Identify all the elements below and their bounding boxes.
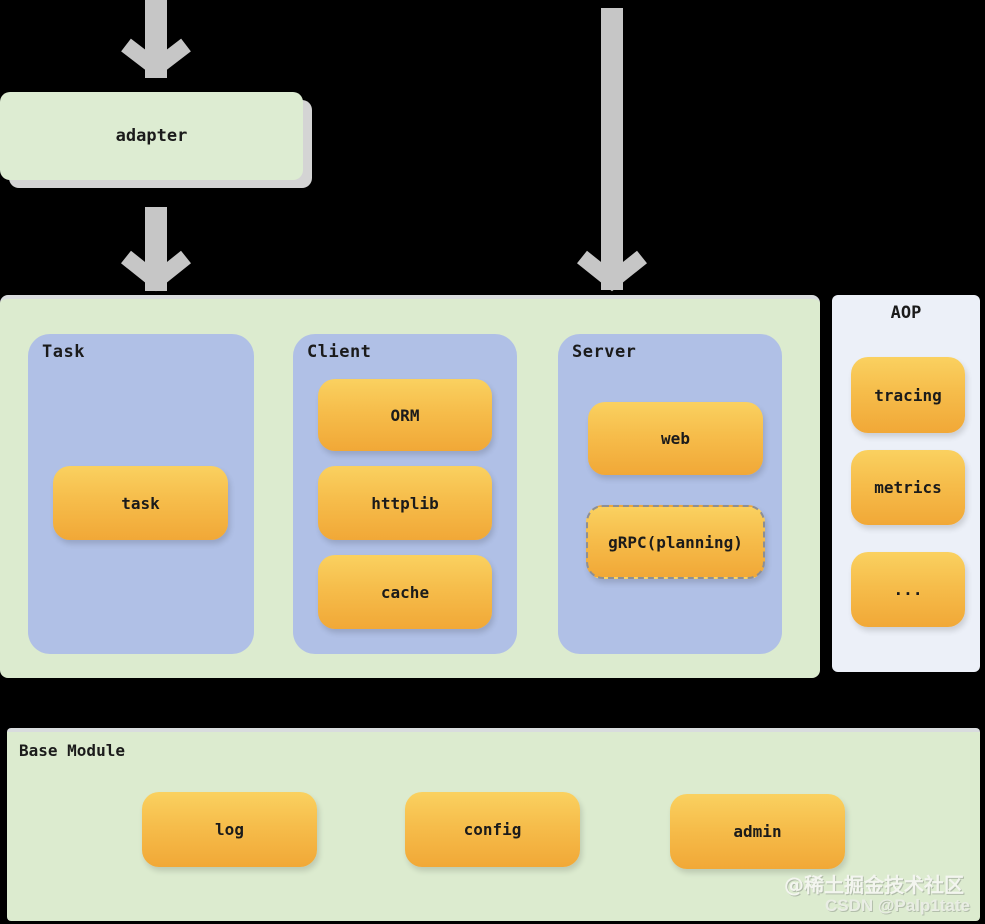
task-panel-label: Task: [42, 342, 85, 362]
config-box: config: [405, 792, 580, 867]
aop-panel: AOP tracing metrics ...: [832, 295, 980, 672]
tracing-box-label: tracing: [874, 385, 942, 405]
down-arrow-icon: [121, 207, 191, 292]
watermark-line2: CSDN @Palp1tate: [824, 896, 970, 915]
metrics-box-label: metrics: [874, 478, 942, 497]
server-panel-label: Server: [572, 342, 637, 362]
down-arrow-icon: [121, 0, 191, 79]
httplib-box: httplib: [318, 466, 492, 540]
watermark-line1: @稀土掘金技术社区: [784, 873, 964, 897]
orm-box: ORM: [318, 379, 492, 451]
grpc-planning-box-label: gRPC(planning): [608, 532, 743, 552]
admin-box-label: admin: [733, 822, 782, 841]
aop-panel-label: AOP: [890, 303, 922, 323]
ellipsis-box-label: ...: [893, 580, 923, 599]
web-box: web: [588, 402, 763, 475]
log-box: log: [142, 792, 317, 867]
grpc-planning-box: gRPC(planning): [586, 505, 765, 579]
adapter-label: adapter: [115, 126, 188, 146]
base-module-panel: Base Module log config admin: [7, 728, 980, 921]
tracing-box: tracing: [851, 357, 965, 433]
ellipsis-box: ...: [851, 552, 965, 627]
config-box-label: config: [463, 820, 522, 839]
task-box: task: [53, 466, 228, 540]
task-box-label: task: [121, 493, 160, 513]
log-box-label: log: [215, 820, 244, 839]
watermark: @稀土掘金技术社区 CSDN @Palp1tate: [784, 874, 970, 916]
orm-box-label: ORM: [390, 405, 420, 425]
main-module-panel: Task task Client ORM httplib cache Serve…: [0, 295, 820, 678]
web-box-label: web: [661, 429, 690, 448]
down-arrow-icon: [577, 8, 647, 292]
cache-box: cache: [318, 555, 492, 629]
admin-box: admin: [670, 794, 845, 869]
metrics-box: metrics: [851, 450, 965, 525]
client-panel: Client ORM httplib cache: [293, 334, 517, 654]
task-panel: Task task: [28, 334, 254, 654]
server-panel: Server web gRPC(planning): [558, 334, 782, 654]
base-module-label: Base Module: [19, 741, 125, 760]
client-panel-label: Client: [307, 342, 372, 362]
adapter-box: adapter: [0, 92, 303, 180]
cache-box-label: cache: [380, 582, 430, 602]
httplib-box-label: httplib: [371, 493, 439, 513]
